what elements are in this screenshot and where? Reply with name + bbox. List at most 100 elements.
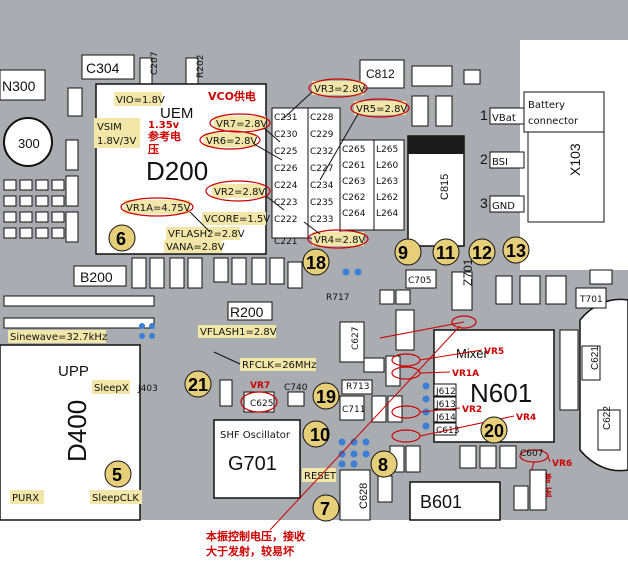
cap-label: C261: [342, 161, 365, 171]
r713-label: C711: [342, 405, 365, 415]
vana-tag: [164, 240, 222, 253]
test-points: 6 5 21 18 19 10 7 8 9 11 12 13 20: [104, 224, 530, 522]
mixer-ref: N601: [470, 378, 532, 408]
ref-voltage-1: 1.35v: [148, 120, 180, 131]
n300-label: N300: [2, 78, 36, 94]
cap-label: C224: [274, 181, 298, 191]
z701-label: Z701: [461, 258, 475, 286]
test-point-label: 18: [306, 253, 326, 273]
sinewave-tag: [8, 330, 106, 343]
vr4-mixer-tag: VR4: [516, 413, 536, 423]
cap-label: L263: [376, 177, 398, 187]
cap-label: C264: [342, 209, 366, 219]
cap-label: L260: [376, 161, 398, 171]
voltage-arrows: [189, 91, 359, 235]
battery-pins: 1 VBat 2 BSI 3 GND: [480, 107, 525, 213]
t701-label: T701: [579, 295, 603, 305]
b200-part: [73, 265, 127, 287]
caps-row-left: [3, 295, 155, 329]
vr5-tag: [354, 101, 406, 115]
r731-label: C740: [284, 383, 308, 393]
battery-label-2: connector: [528, 116, 579, 127]
vr7-ellipse: [240, 391, 278, 413]
j403-text: J403: [137, 384, 158, 394]
cap-label: C229: [310, 130, 334, 140]
vflash1-text: VFLASH1=2.8V: [200, 327, 277, 338]
cap-grid-labels: C231 C230 C225 C226 C224 C223 C222 C221 …: [274, 113, 398, 247]
bottom-note-1: 本振控制电压，接收: [206, 529, 305, 543]
vr7-low-tag: VR7: [250, 381, 270, 391]
vr1a-text: VR1A=4.75V: [126, 203, 191, 214]
vr3-tag: [312, 81, 364, 95]
b200-label: B200: [80, 269, 113, 285]
vcore-text: VCORE=1.5V: [204, 214, 270, 225]
vsim-text: VSIM: [97, 122, 122, 133]
vertical-parts-row: [131, 257, 303, 289]
cap-label: C234: [310, 181, 334, 191]
vr5-text: VR5=2.8V: [356, 104, 407, 115]
c812-part: [359, 59, 405, 89]
test-point-label: 10: [310, 425, 330, 445]
vana-text: VANA=2.8V: [166, 242, 225, 253]
cap-grid: [271, 107, 405, 239]
cap-label: C263: [342, 177, 365, 187]
vflash2-text: VFLASH2=2.8V: [168, 229, 245, 240]
top-right-parts: [411, 65, 481, 127]
cap-label: C231: [274, 113, 297, 123]
white-margin: [0, 520, 628, 569]
upp-label: UPP: [58, 363, 89, 380]
test-point-label: 6: [116, 229, 126, 249]
sleepclk-text: SleepCLK: [92, 493, 139, 504]
test-point-label: 8: [378, 455, 388, 475]
b601-label: B601: [420, 492, 462, 512]
sleepx-text: SleepX: [94, 383, 129, 394]
battery-ref: X103: [567, 143, 583, 176]
vr2-mixer-tag: VR2: [462, 405, 482, 415]
c304-label: C304: [86, 60, 120, 76]
cap-label: C228: [310, 113, 334, 123]
n300-chip: [0, 69, 46, 101]
uem-label: UEM: [160, 105, 193, 122]
vr1a-ellipse: [120, 197, 194, 217]
test-point-label: 9: [398, 243, 408, 263]
test-point-label: 12: [472, 243, 492, 263]
test-point-label: 7: [320, 499, 330, 519]
pin-1-name: VBat: [492, 113, 516, 124]
vr6-ellipse: [199, 130, 261, 150]
vflash2-tag: [166, 227, 240, 240]
vsim-value: 1.8V/3V: [97, 136, 136, 147]
j611-label: J612: [435, 387, 456, 397]
osc-label: SHF Oscillator: [220, 430, 291, 441]
cap-label: C232: [310, 147, 333, 157]
jumpers: [433, 383, 457, 436]
ref-voltage-3: 压: [148, 142, 159, 156]
vr7-text: VR7=2.8V: [216, 119, 267, 130]
pin-1-num: 1: [480, 107, 488, 123]
c625-label: R713: [346, 382, 369, 392]
c740-label: C625: [250, 399, 273, 409]
test-point-label: 11: [436, 243, 455, 263]
vr4-ellipse: [307, 229, 369, 249]
vr3-text: VR3=2.8V: [314, 84, 365, 95]
purx-text: PURX: [12, 493, 39, 504]
cap-label: L262: [376, 193, 398, 203]
vr4-text: VR4=2.8V: [314, 235, 365, 246]
cap-label: C222: [274, 215, 297, 225]
pin-3-name: GND: [492, 201, 515, 212]
via-dots-left: [139, 323, 155, 339]
pin-2-num: 2: [480, 151, 488, 167]
c627-label: C628: [358, 483, 370, 509]
sleepx-tag: [92, 380, 130, 394]
test-point-label: 19: [316, 387, 336, 407]
vflash1-tag: [198, 325, 276, 338]
cap-label: C233: [310, 215, 333, 225]
rfclk-text: RFCLK=26MHz: [242, 360, 316, 371]
rfclk-leader: [213, 351, 241, 365]
purx-tag: [10, 490, 44, 504]
cap-label: C230: [274, 130, 298, 140]
vio-text: VIO=1.8V: [116, 95, 165, 106]
buzzer-circle: [3, 117, 53, 167]
c620-label: C607: [520, 449, 543, 459]
